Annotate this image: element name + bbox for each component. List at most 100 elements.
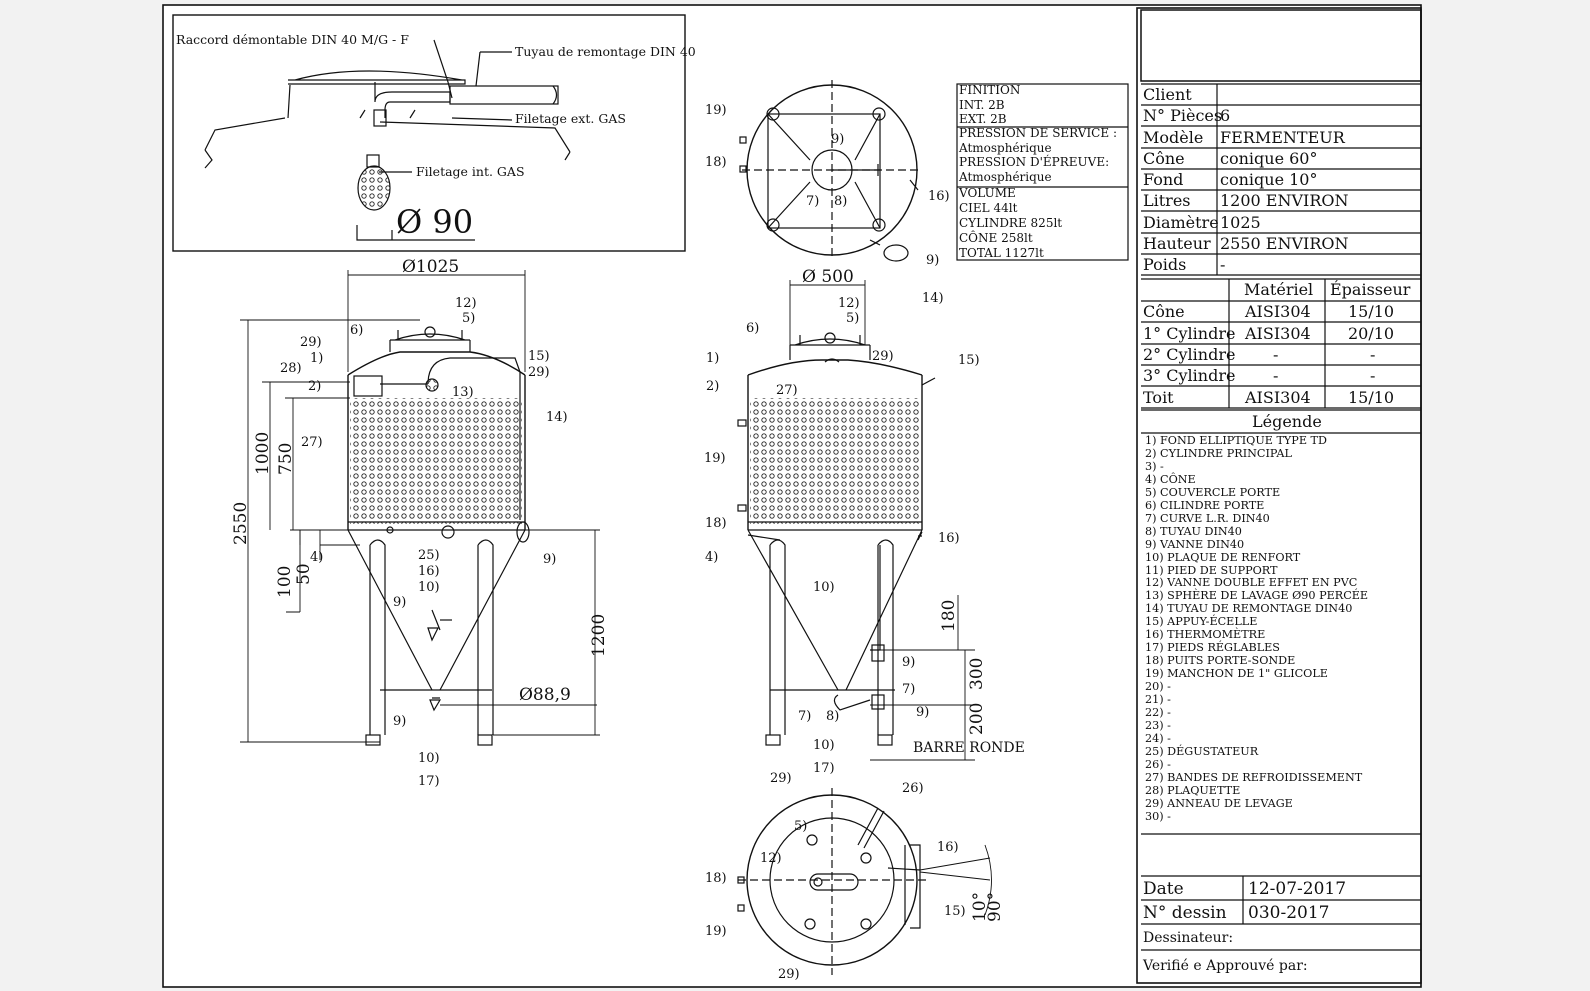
callout: 29) [778, 967, 800, 982]
finition-line: FINITION [959, 83, 1020, 97]
callout: 16) [418, 564, 440, 579]
material-part: Toit [1143, 388, 1174, 407]
callout: 8) [826, 709, 839, 724]
thickness-value: - [1370, 345, 1376, 364]
spec-value: 1025 [1220, 213, 1261, 232]
callout: 28) [280, 361, 302, 376]
legend-item: 10) PLAQUE DE RENFORT [1145, 550, 1301, 564]
legend-item: 30) - [1145, 809, 1171, 823]
legend-item: 2) CYLINDRE PRINCIPAL [1145, 446, 1292, 460]
materials-header: Matériel [1244, 280, 1314, 299]
spec-label: Poids [1143, 255, 1187, 274]
legend-item: 21) - [1145, 693, 1171, 707]
callout: 1) [310, 351, 323, 366]
callout: 17) [813, 761, 835, 776]
material-value: AISI304 [1245, 388, 1311, 407]
date-value: 12-07-2017 [1248, 879, 1347, 899]
legend-item: 3) - [1145, 459, 1164, 473]
callout: 19) [705, 103, 727, 118]
callout: 27) [776, 383, 798, 398]
material-value: AISI304 [1245, 302, 1311, 321]
finition-line: Atmosphérique [958, 170, 1052, 184]
callout: 14) [546, 410, 568, 425]
dim-height-1000: 1000 [253, 432, 273, 475]
filetage-int-label: Filetage int. GAS [416, 164, 525, 179]
callout: 7) [806, 194, 819, 209]
callout: 6) [350, 323, 363, 338]
verifie-label: Verifié e Approuvé par: [1143, 958, 1308, 974]
legend-item: 19) MANCHON DE 1" GLICOLE [1145, 667, 1328, 681]
legend-item: 13) SPHÈRE DE LAVAGE Ø90 PERCÉE [1145, 589, 1369, 603]
legend-item: 29) ANNEAU DE LEVAGE [1145, 796, 1293, 810]
thickness-header: Épaisseur [1330, 280, 1411, 299]
callout: 10) [813, 738, 835, 753]
callout: 17) [418, 774, 440, 789]
thickness-value: 15/10 [1348, 388, 1395, 407]
filetage-ext-label: Filetage ext. GAS [515, 111, 626, 126]
dim-angle-10: 10° [970, 892, 990, 922]
legend-item: 6) CILINDRE PORTE [1145, 498, 1265, 512]
spec-label: Hauteur [1143, 234, 1211, 253]
volume-line: CIEL 44lt [959, 201, 1018, 215]
dim-height-1200: 1200 [589, 614, 609, 657]
finition-line: PRESSION DE SERVICE : [959, 126, 1117, 140]
callout: 14) [922, 291, 944, 306]
finition-line: Atmosphérique [958, 141, 1052, 155]
callout: 26) [902, 781, 924, 796]
spec-value: 1200 ENVIRON [1220, 191, 1349, 210]
legend-title: Légende [1252, 412, 1322, 431]
material-part: Cône [1143, 302, 1185, 321]
legend-item: 4) CÔNE [1145, 472, 1196, 486]
material-part: 1° Cylindre [1143, 324, 1236, 343]
callout: 25) [418, 548, 440, 563]
callout: 29) [770, 771, 792, 786]
volume-line: CÔNE 258lt [959, 229, 1033, 245]
callout: 9) [902, 655, 915, 670]
volume-line: CYLINDRE 825lt [959, 216, 1062, 230]
raccord-label: Raccord démontable DIN 40 M/G - F [176, 32, 409, 47]
dim-height-200: 200 [967, 703, 987, 735]
callout: 16) [937, 840, 959, 855]
callout: 9) [393, 714, 406, 729]
legend-item: 5) COUVERCLE PORTE [1145, 485, 1281, 499]
thickness-value: - [1370, 366, 1376, 385]
dim-height-50: 50 [294, 563, 314, 585]
spec-label: Modèle [1143, 128, 1204, 147]
spec-value: 6 [1220, 106, 1231, 125]
barre-ronde-label: BARRE RONDE [913, 740, 1025, 756]
material-value: AISI304 [1245, 324, 1311, 343]
callout: 18) [705, 155, 727, 170]
spec-label: Cône [1143, 149, 1185, 168]
finition-line: EXT. 2B [959, 112, 1007, 126]
spec-label: Fond [1143, 170, 1184, 189]
legend-item: 18) PUITS PORTE-SONDE [1145, 654, 1296, 668]
legend-item: 24) - [1145, 731, 1171, 745]
drawing-number-label: N° dessin [1143, 903, 1227, 923]
material-value: - [1273, 345, 1279, 364]
callout: 27) [301, 435, 323, 450]
legend-item: 23) - [1145, 718, 1171, 732]
dessinateur-label: Dessinateur: [1143, 930, 1234, 946]
spec-label: Litres [1143, 191, 1191, 210]
spec-label-client: Client [1143, 85, 1192, 104]
callout: 16) [928, 189, 950, 204]
material-part: 3° Cylindre [1143, 366, 1236, 385]
legend-item: 28) PLAQUETTE [1145, 783, 1241, 797]
spec-value: conique 10° [1220, 170, 1318, 189]
dim-height-2550: 2550 [231, 502, 251, 545]
callout: 29) [300, 335, 322, 350]
finition-line: INT. 2B [959, 98, 1005, 112]
drawing-number-value: 030-2017 [1248, 903, 1330, 923]
legend-item: 12) VANNE DOUBLE EFFET EN PVC [1145, 576, 1358, 590]
callout: 6) [746, 321, 759, 336]
thickness-value: 15/10 [1348, 302, 1395, 321]
callout: 19) [704, 451, 726, 466]
callout: 9) [831, 132, 844, 147]
tuyau-label: Tuyau de remontage DIN 40 [515, 44, 696, 59]
legend-item: 11) PIED DE SUPPORT [1145, 563, 1278, 577]
material-part: 2° Cylindre [1143, 345, 1236, 364]
callout: 29) [872, 349, 894, 364]
legend-item: 16) THERMOMÈTRE [1145, 628, 1266, 642]
